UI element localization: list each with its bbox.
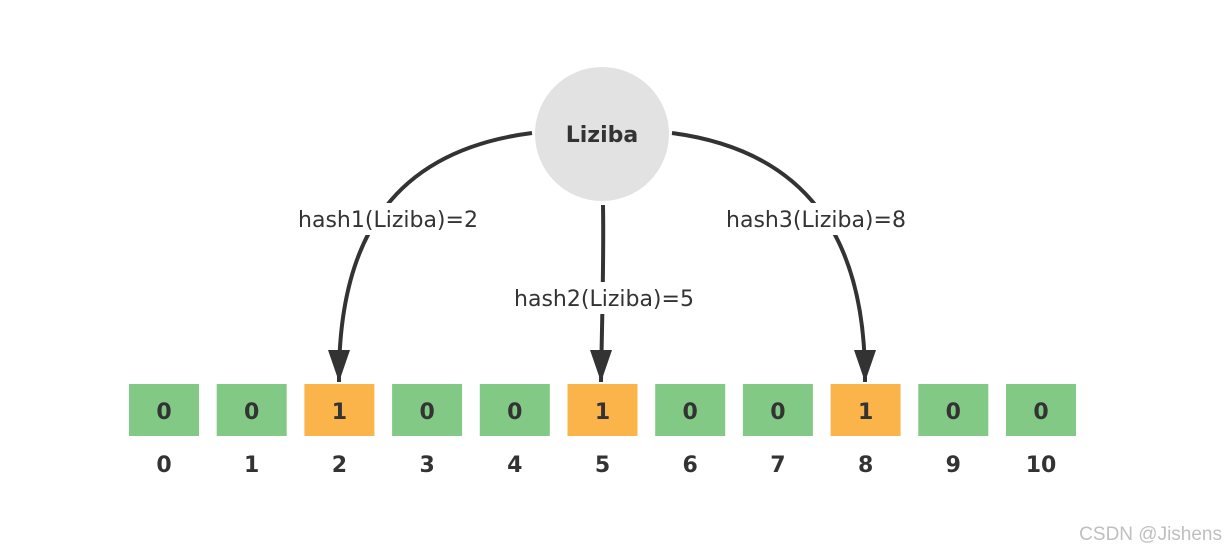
bit-index-label: 0 bbox=[156, 453, 171, 478]
bit-value: 0 bbox=[770, 400, 785, 425]
bit-value: 0 bbox=[244, 400, 259, 425]
bit-cell bbox=[216, 384, 287, 436]
bit-indices: 0 1 2 3 4 5 6 7 8 9 10 bbox=[156, 453, 1056, 478]
bit-index-label: 8 bbox=[858, 453, 873, 478]
bit-cell bbox=[1006, 384, 1076, 436]
bit-cell bbox=[304, 384, 375, 436]
bit-value: 0 bbox=[683, 400, 698, 425]
bit-value: 1 bbox=[858, 400, 873, 425]
arrow-hash1-head bbox=[328, 350, 350, 382]
bit-value: 0 bbox=[946, 400, 961, 425]
bit-index-label: 5 bbox=[595, 453, 610, 478]
arrow-hash3-head bbox=[854, 350, 876, 382]
bit-cell bbox=[742, 384, 813, 436]
bit-value: 0 bbox=[419, 400, 434, 425]
element-node: Liziba bbox=[535, 67, 669, 201]
hash2-label: hash2(Liziba)=5 bbox=[514, 287, 694, 312]
bit-index-label: 4 bbox=[507, 453, 522, 478]
bit-cell bbox=[918, 384, 989, 436]
bit-index-label: 1 bbox=[244, 453, 259, 478]
element-node-circle bbox=[535, 67, 669, 201]
element-node-label: Liziba bbox=[566, 123, 639, 148]
bit-cell bbox=[567, 384, 638, 436]
watermark: CSDN @Jishens bbox=[1079, 524, 1222, 545]
arrow-hash2-head bbox=[590, 350, 612, 382]
hash3-label: hash3(Liziba)=8 bbox=[726, 208, 906, 233]
bit-value: 0 bbox=[1033, 400, 1048, 425]
bit-cell bbox=[655, 384, 726, 436]
hash-labels: hash1(Liziba)=2 hash2(Liziba)=5 hash3(Li… bbox=[290, 203, 915, 314]
bit-index-label: 7 bbox=[770, 453, 785, 478]
bit-cell bbox=[479, 384, 550, 436]
bit-index-label: 2 bbox=[332, 453, 347, 478]
bit-index-label: 10 bbox=[1026, 453, 1057, 478]
arrow-hash3 bbox=[671, 131, 868, 383]
hash1-label: hash1(Liziba)=2 bbox=[298, 208, 478, 233]
arrow-hash1 bbox=[336, 131, 533, 383]
bit-value: 1 bbox=[595, 400, 610, 425]
bit-cell bbox=[392, 384, 463, 436]
bit-array: 0 0 1 0 0 1 0 0 1 0 0 bbox=[129, 384, 1076, 436]
bit-cell bbox=[129, 384, 199, 436]
bit-value: 0 bbox=[156, 400, 171, 425]
bit-index-label: 9 bbox=[946, 453, 961, 478]
bit-value: 1 bbox=[332, 400, 347, 425]
bit-index-label: 6 bbox=[683, 453, 698, 478]
bit-cell bbox=[830, 384, 901, 436]
bit-value: 0 bbox=[507, 400, 522, 425]
bit-index-label: 3 bbox=[419, 453, 434, 478]
